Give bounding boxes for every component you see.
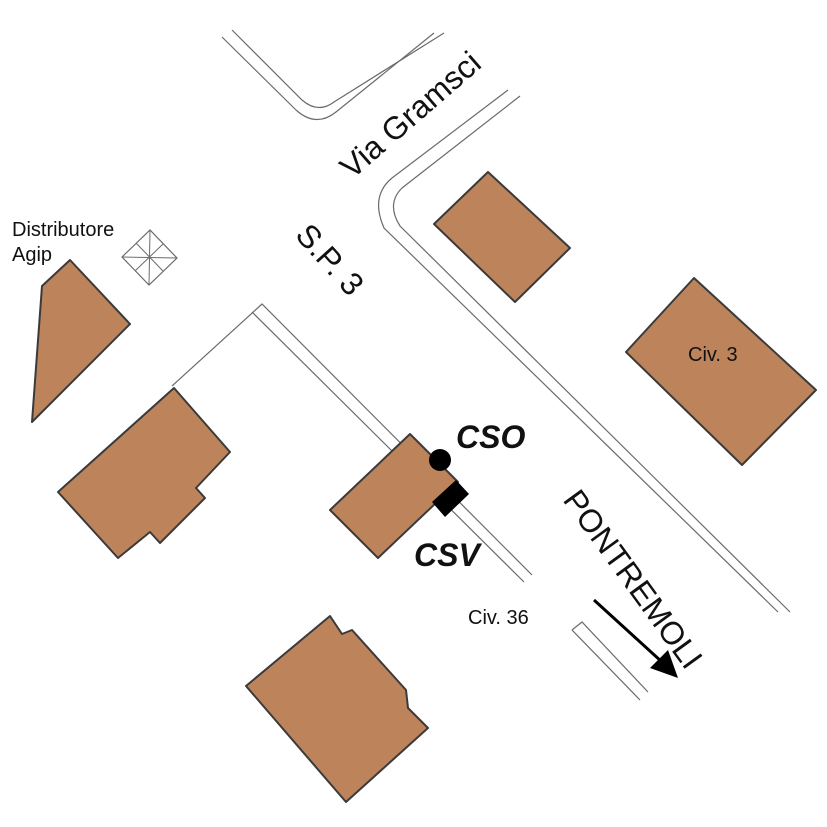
road-edge-right-outer	[392, 95, 791, 613]
label-civ-36: Civ. 36	[468, 607, 529, 629]
road-edge-gramsci-outer	[221, 32, 435, 121]
csv-marker	[432, 480, 469, 517]
building-distributore	[31, 259, 131, 423]
building-west	[57, 387, 231, 559]
label-sp3: S.P. 3	[289, 217, 371, 303]
cso-marker	[429, 449, 451, 471]
building-civ-36	[329, 433, 459, 559]
arrow-southeast-icon	[592, 598, 678, 678]
label-csv: CSV	[414, 537, 482, 573]
label-distributore: Distributore	[12, 219, 114, 241]
building-civ-3	[625, 277, 817, 466]
crossed-box-icon	[121, 229, 178, 286]
building-north-east	[433, 171, 571, 303]
buildings	[31, 171, 817, 803]
label-civ-3: Civ. 3	[688, 344, 738, 366]
road-edge-right-inner	[377, 89, 779, 613]
road-network	[171, 29, 791, 701]
label-pontremoli: PONTREMOLI	[556, 483, 709, 675]
road-edge-gramsci-inner	[231, 29, 445, 109]
label-agip: Agip	[12, 244, 52, 266]
road-edge-sp3-inner	[251, 311, 525, 583]
building-south	[245, 615, 429, 803]
road-edge-bottom-segment	[571, 621, 649, 693]
label-cso: CSO	[456, 419, 525, 455]
road-edge-bottom-segment-2	[571, 629, 641, 701]
